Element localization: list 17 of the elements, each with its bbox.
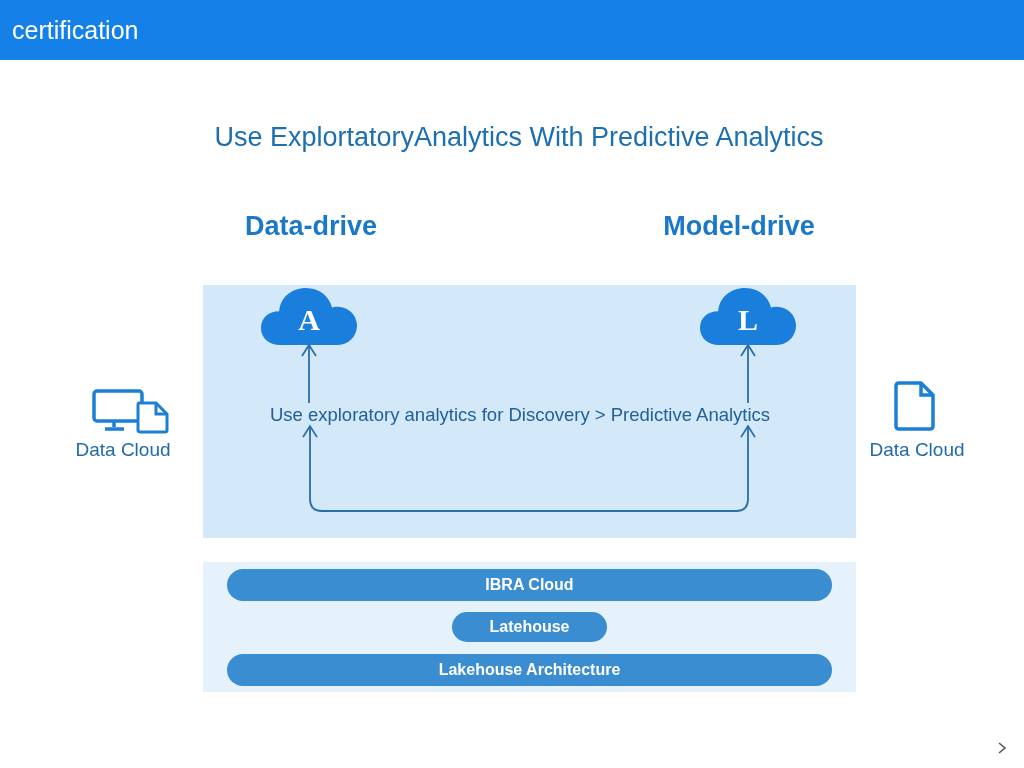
loop-arrow [302,425,756,512]
icon-caption: Data Cloud [75,439,171,462]
cloud-label: L [738,305,758,335]
column-heading: Model-drive [663,210,815,243]
flow-text: Use exploratory analytics for Discovery > Predictive Analytics [269,403,771,427]
panel [203,285,856,538]
column-heading: Data-drive [245,210,377,243]
layer-bar: Latehouse [452,612,607,642]
layer-bar: Lakehouse Architecture [227,654,832,686]
slide-title: Use ExplortatoryAnalytics With Predictive Analytics [214,121,824,154]
layer-bar: IBRA Cloud [227,569,832,601]
icon-caption: Data Cloud [869,439,965,462]
header-title: certification [12,15,139,45]
arrow [740,344,756,404]
arrow [301,344,317,404]
cloud-label: A [298,305,320,335]
panel [203,562,856,692]
